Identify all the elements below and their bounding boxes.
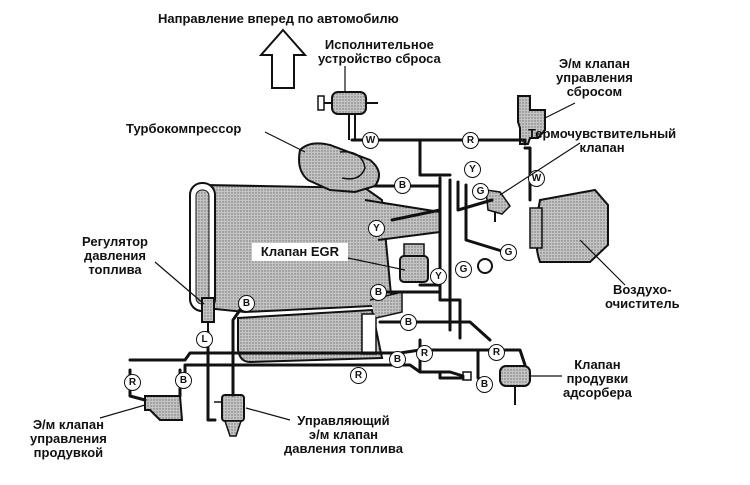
label-fuel-pressure-regulator: Регулятор давления топлива bbox=[82, 234, 148, 277]
label-fuel-pressure-control-solenoid: Управляющий э/м клапан давления топлива bbox=[284, 413, 403, 456]
reset-solenoid-valve bbox=[517, 95, 546, 145]
hose-tag-b: B bbox=[175, 372, 192, 389]
hose-tag-y: Y bbox=[368, 220, 385, 237]
hose-tag-b: B bbox=[238, 295, 255, 312]
hose-tag-b: B bbox=[370, 284, 387, 301]
canister-purge-valve bbox=[462, 365, 531, 405]
air-cleaner bbox=[529, 188, 609, 263]
fuel-pressure-regulator bbox=[201, 297, 215, 332]
hose-tag-b: B bbox=[476, 376, 493, 393]
purge-control-solenoid bbox=[144, 395, 184, 421]
label-turbocharger: Турбокомпрессор bbox=[126, 121, 242, 136]
hose-tag-g: G bbox=[472, 183, 489, 200]
label-canister-purge-valve: Клапан продувки адсорбера bbox=[563, 357, 632, 400]
fuel-pressure-control-solenoid bbox=[214, 394, 245, 437]
hose-tag-g: G bbox=[500, 244, 517, 261]
forward-arrow-icon bbox=[258, 28, 308, 89]
hose-tag-b: B bbox=[389, 351, 406, 368]
hose-tag-g: G bbox=[455, 261, 472, 278]
reset-actuator bbox=[317, 91, 378, 140]
label-reset-solenoid-valve: Э/м клапан управления сбросом bbox=[556, 56, 633, 99]
hose-tag-r: R bbox=[350, 367, 367, 384]
diagram-title: Направление вперед по автомобилю bbox=[158, 11, 399, 26]
hose-tag-w: W bbox=[362, 132, 379, 149]
hose-tag-y: Y bbox=[464, 161, 481, 178]
label-egr-valve: Клапан EGR bbox=[252, 243, 348, 261]
hose-tag-b: B bbox=[400, 314, 417, 331]
hose-tag-r: R bbox=[416, 345, 433, 362]
hose-tag-b: B bbox=[394, 177, 411, 194]
thermo-valve bbox=[485, 189, 511, 222]
label-reset-actuator: Исполнительное устройство сброса bbox=[318, 37, 441, 66]
hose-tag-r: R bbox=[488, 344, 505, 361]
hose-tag-r: R bbox=[124, 374, 141, 391]
hose-tag-y: Y bbox=[430, 268, 447, 285]
label-thermo-valve: Термочувствительный клапан bbox=[528, 126, 677, 155]
label-purge-control-solenoid: Э/м клапан управления продувкой bbox=[30, 417, 107, 460]
hose-tag-l: L bbox=[196, 331, 213, 348]
label-air-cleaner: Воздухо- очиститель bbox=[605, 282, 680, 311]
turbocharger bbox=[298, 142, 380, 194]
hose-tag-w: W bbox=[528, 170, 545, 187]
hose-tag-r: R bbox=[462, 132, 479, 149]
